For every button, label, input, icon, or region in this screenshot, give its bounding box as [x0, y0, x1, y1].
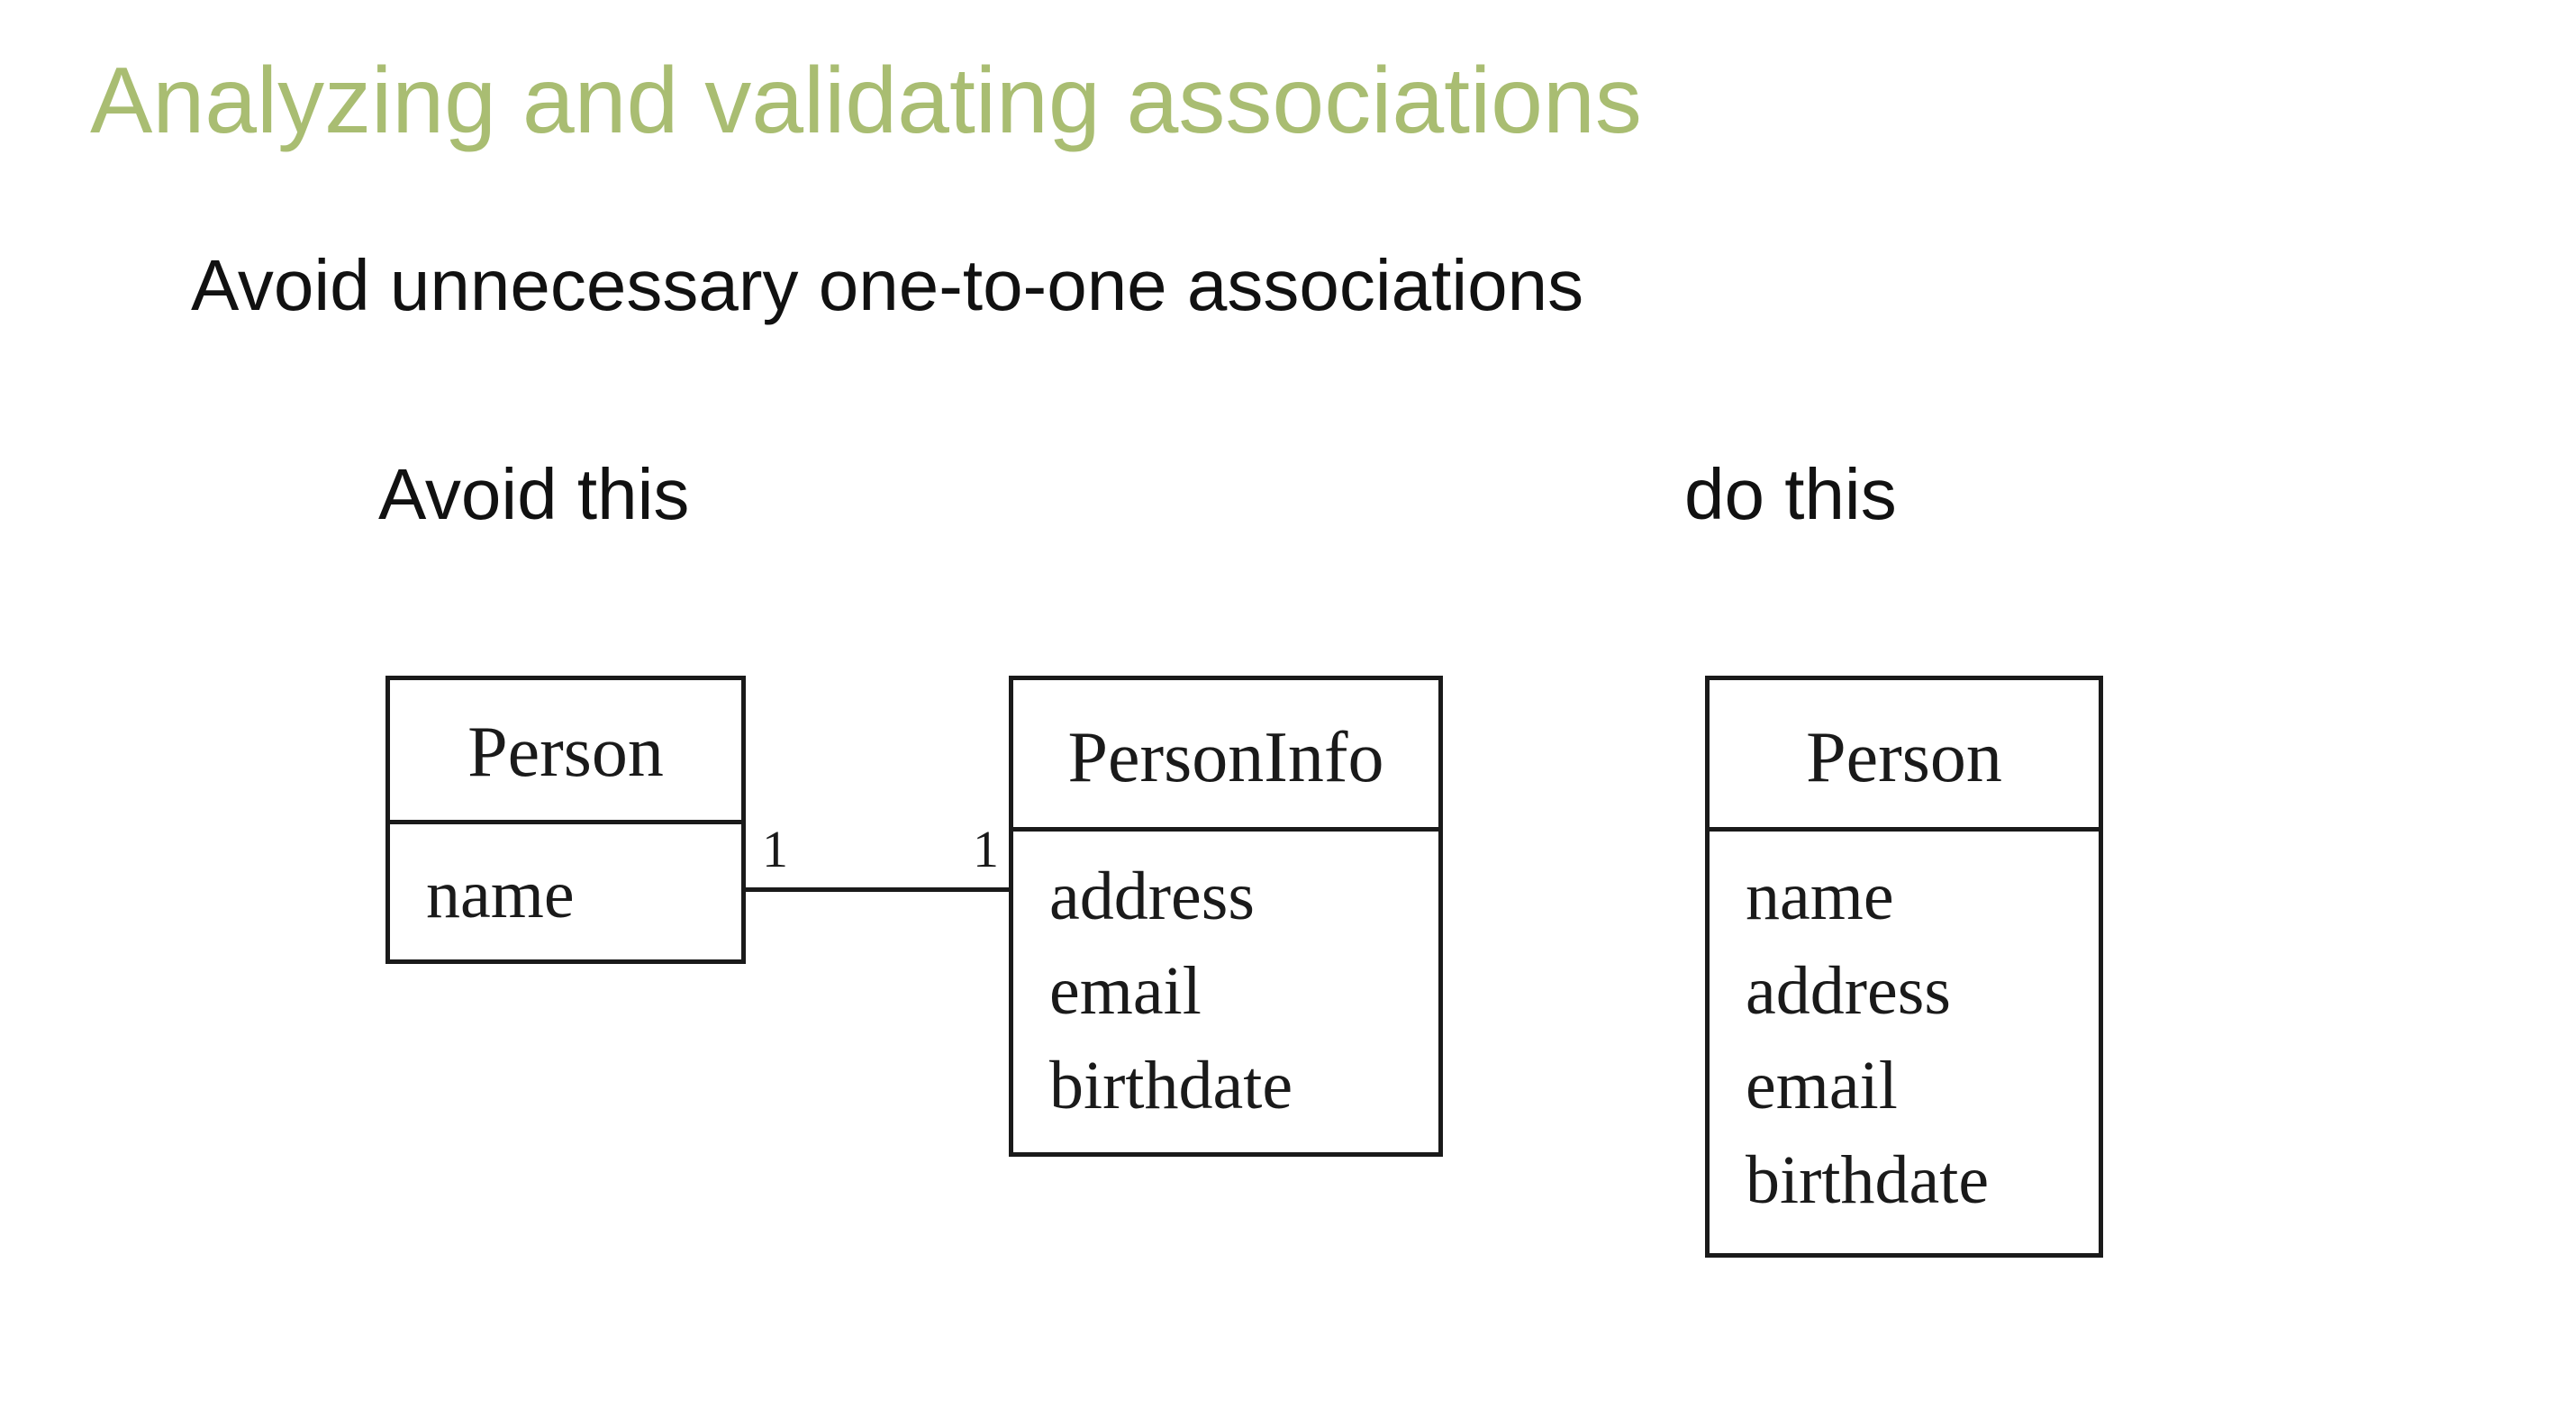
uml-class-name: Person	[390, 680, 741, 824]
uml-class-person-do: Person name address email birthdate	[1705, 676, 2103, 1258]
uml-attribute: name	[426, 857, 575, 932]
do-this-label: do this	[1684, 454, 1897, 534]
uml-class-attributes: name address email birthdate	[1710, 832, 2099, 1228]
uml-attribute: birthdate	[1746, 1142, 1990, 1218]
uml-attribute: birthdate	[1049, 1048, 1293, 1123]
uml-class-name: PersonInfo	[1013, 680, 1438, 832]
uml-class-attributes: address email birthdate	[1013, 832, 1438, 1133]
avoid-this-label: Avoid this	[378, 454, 690, 534]
multiplicity-person: 1	[762, 820, 788, 878]
slide-subtitle: Avoid unnecessary one-to-one association…	[191, 245, 1584, 325]
uml-class-personinfo: PersonInfo address email birthdate	[1009, 676, 1443, 1157]
slide-title: Analyzing and validating associations	[90, 49, 1642, 153]
uml-attribute: address	[1746, 953, 1951, 1029]
uml-class-name: Person	[1710, 680, 2099, 832]
uml-attribute: name	[1746, 859, 1894, 934]
uml-class-attributes: name	[390, 824, 741, 942]
uml-attribute: email	[1746, 1048, 1898, 1123]
uml-class-person-avoid: Person name	[385, 676, 746, 964]
uml-attribute: address	[1049, 859, 1255, 934]
uml-attribute: email	[1049, 953, 1202, 1029]
multiplicity-personinfo: 1	[973, 820, 999, 878]
association-line	[746, 887, 1009, 892]
